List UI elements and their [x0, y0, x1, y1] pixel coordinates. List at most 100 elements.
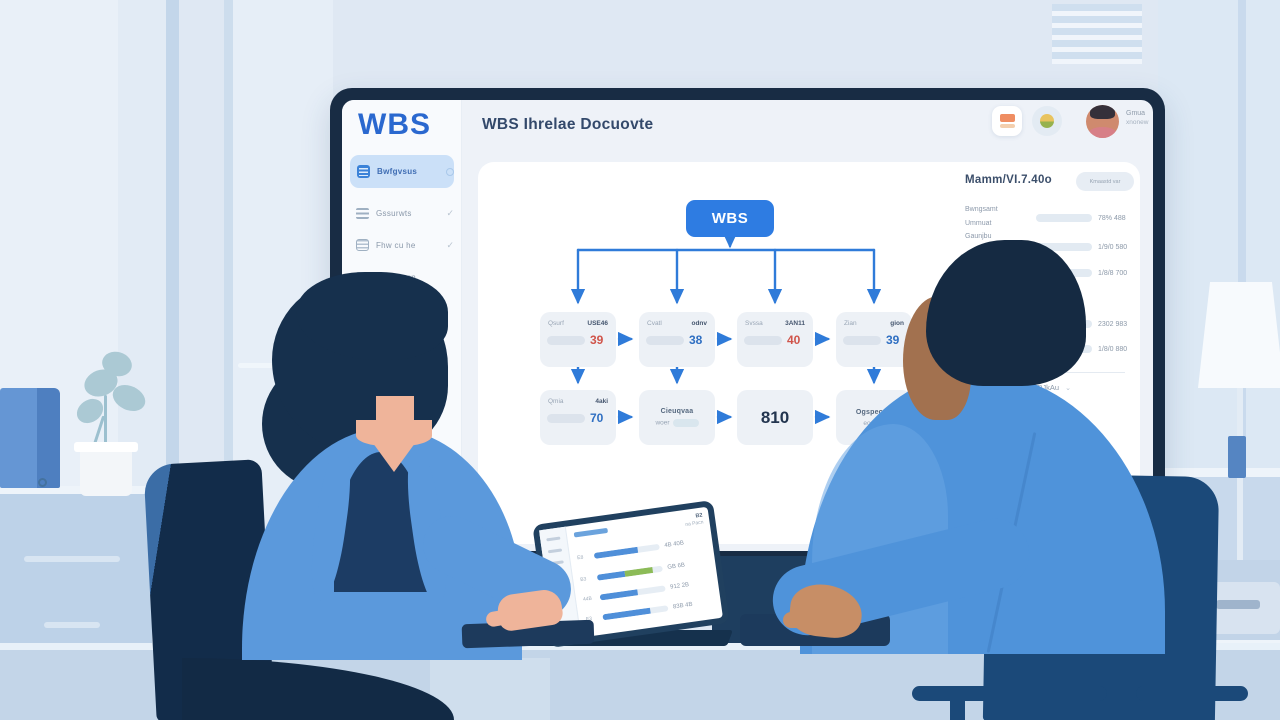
wbs-node[interactable]: 810 [737, 390, 813, 445]
wbs-node[interactable]: Cvatl odnv 38 [639, 312, 715, 367]
plant-pot-rim [74, 442, 138, 452]
node-value: 40 [787, 333, 801, 347]
check-icon: ✓ [446, 239, 454, 250]
node-text: Cieuqvaa [660, 408, 694, 415]
stat-text: 78% 488 [1098, 214, 1126, 222]
chair-leg [1178, 699, 1193, 720]
drawer-handle [44, 622, 100, 628]
user-avatar[interactable] [1086, 105, 1119, 138]
wbs-node[interactable]: Svssa 3AN11 40 [737, 312, 813, 367]
laptop-title-bar [573, 527, 609, 538]
sidebar-item-label: Bwfgvsus [377, 167, 418, 176]
faded-pill [672, 419, 699, 427]
floor-lamp-shade [1198, 282, 1280, 388]
panel-label: Gaunjbu [965, 233, 992, 240]
man-hair [926, 240, 1086, 386]
stat-row: 1/9/0 580 [1036, 243, 1127, 251]
wbs-node[interactable]: Zian gion 39 [836, 312, 912, 367]
node-tag: Qmia [548, 398, 564, 405]
chevron-down-icon: ⌄ [1065, 385, 1071, 392]
sidebar-item[interactable]: Gssurwts ✓ [356, 200, 454, 226]
node-text: Ogspeonn [855, 408, 893, 416]
laptop-row-value: 4B 40B [664, 540, 685, 550]
stat-text: 1/8/0 880 [1098, 345, 1128, 353]
node-code: odnv [691, 320, 707, 327]
window-blinds [1052, 4, 1142, 64]
drawer-handle [24, 556, 120, 562]
progress-track [744, 335, 782, 345]
window-sill [1158, 468, 1280, 477]
node-big-value: 810 [760, 407, 790, 427]
node-tag: Qsurf [548, 320, 564, 327]
check-icon: ✓ [446, 207, 454, 218]
node-value: 38 [689, 333, 703, 347]
node-value: 70 [590, 411, 604, 425]
chair-leg [950, 699, 965, 720]
panel-label: Bwngsamt [965, 206, 998, 213]
status-button[interactable] [1032, 106, 1062, 136]
node-code: gion [890, 320, 904, 327]
laptop-bar [596, 565, 663, 581]
dot-icon [1040, 114, 1054, 128]
laptop-bar [593, 543, 660, 559]
node-tag: Svssa [745, 320, 763, 327]
status-ring-icon [446, 167, 454, 176]
stat-text: 2302 983 [1098, 320, 1128, 328]
diagram-connectors [570, 232, 882, 425]
app-logo: WBS [358, 108, 431, 141]
progress-track [547, 413, 585, 423]
list-icon [357, 165, 370, 178]
node-tag: Cvatl [647, 320, 662, 327]
window-divider [166, 0, 179, 510]
laptop-bar [599, 585, 666, 601]
laptop-row: E3 83B 4B [586, 602, 693, 623]
cards-icon [999, 114, 1015, 128]
laptop-row-label: B3 [579, 576, 587, 584]
node-tag: Zian [844, 320, 857, 327]
stat-text: 1/8/8 700 [1098, 269, 1128, 277]
panel-title: Mamm/VI.7.40o [965, 174, 1052, 186]
sidebar-item-label: Gssurwts [376, 208, 412, 218]
stat-track [1036, 214, 1092, 222]
node-code: 3AN11 [785, 320, 805, 327]
node-code: USE46 [587, 320, 608, 327]
node-value: 39 [886, 333, 900, 347]
sidebar-item[interactable]: Fhw cu he ✓ [356, 232, 454, 258]
progress-track [547, 335, 585, 345]
node-subtext: woer [655, 419, 699, 427]
progress-track [843, 335, 881, 345]
notifications-button[interactable] [992, 106, 1022, 136]
panel-action-button[interactable]: Kmaastd var [1076, 172, 1134, 191]
woman-hair-fringe [296, 272, 448, 360]
user-role: xnonew [1126, 119, 1149, 126]
sidebar-item-active[interactable]: Bwfgvsus [350, 155, 454, 188]
wbs-node[interactable]: Cieuqvaa woer [639, 390, 715, 445]
wall-trim [238, 363, 296, 368]
plant-pot [80, 452, 132, 496]
binder-ring [38, 478, 47, 487]
stat-text: 1/9/0 580 [1098, 243, 1128, 251]
wbs-root-node[interactable]: WBS [686, 200, 774, 237]
chair-leg [1136, 686, 1248, 701]
laptop-sidebar-item [547, 548, 563, 554]
avatar-hair [1090, 105, 1115, 119]
binder [0, 388, 60, 488]
panel-labels: Bwngsamt Ummuat Gaunjbu [965, 203, 998, 244]
plant-stem [104, 395, 107, 450]
laptop-bar [602, 605, 669, 621]
laptop-row-label: 44B [582, 595, 593, 603]
laptop-row: B3 GB 6B [580, 562, 685, 583]
window-mullion [1238, 0, 1246, 478]
laptop-row-label: E8 [576, 554, 584, 562]
laptop-row-value: 912 2B [669, 582, 690, 591]
window-divider [224, 0, 233, 510]
shelf-box [1228, 436, 1246, 478]
user-name: Gmua [1126, 110, 1146, 117]
stat-track [1036, 243, 1092, 251]
panel-footer[interactable]: RJkAu⌄ [1037, 383, 1071, 392]
laptop-row: 44B 912 2B [583, 582, 690, 603]
card-lines-icon [356, 239, 369, 251]
